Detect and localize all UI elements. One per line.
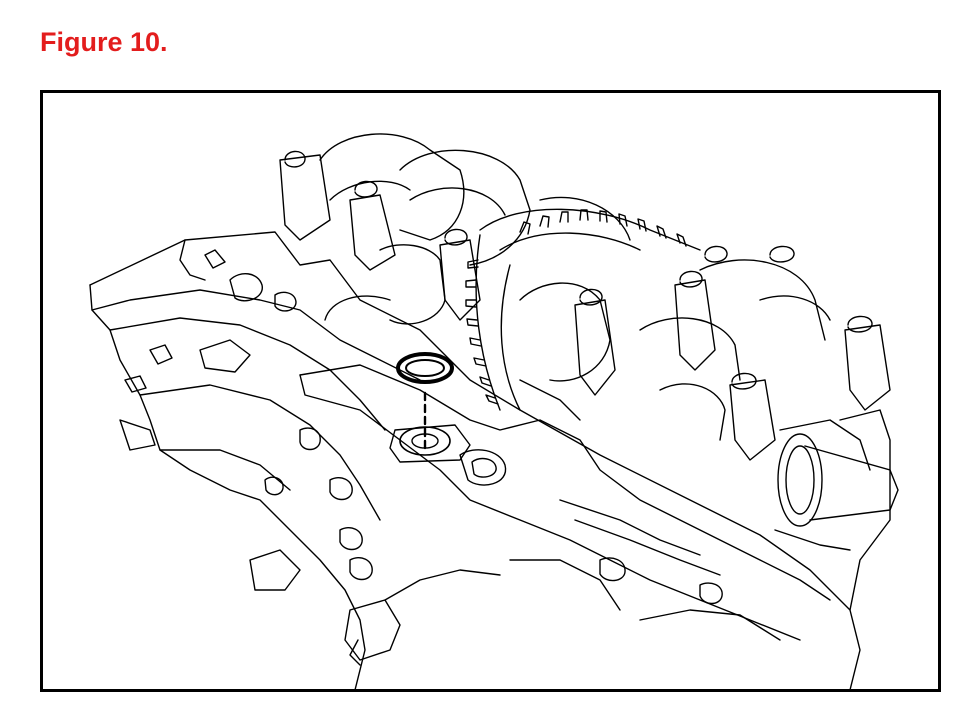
o-ring-seat xyxy=(389,424,471,463)
engine-line-drawing xyxy=(89,133,899,689)
figure-title: Figure 10. xyxy=(40,27,168,57)
rear-oil-seal xyxy=(774,409,899,611)
bearing-cap-bridge xyxy=(299,364,831,641)
lower-mounting-boss xyxy=(344,559,781,666)
timing-gear xyxy=(465,208,701,411)
crankshaft xyxy=(319,133,831,441)
diagram-frame xyxy=(40,90,941,692)
o-ring-seal xyxy=(396,352,454,384)
